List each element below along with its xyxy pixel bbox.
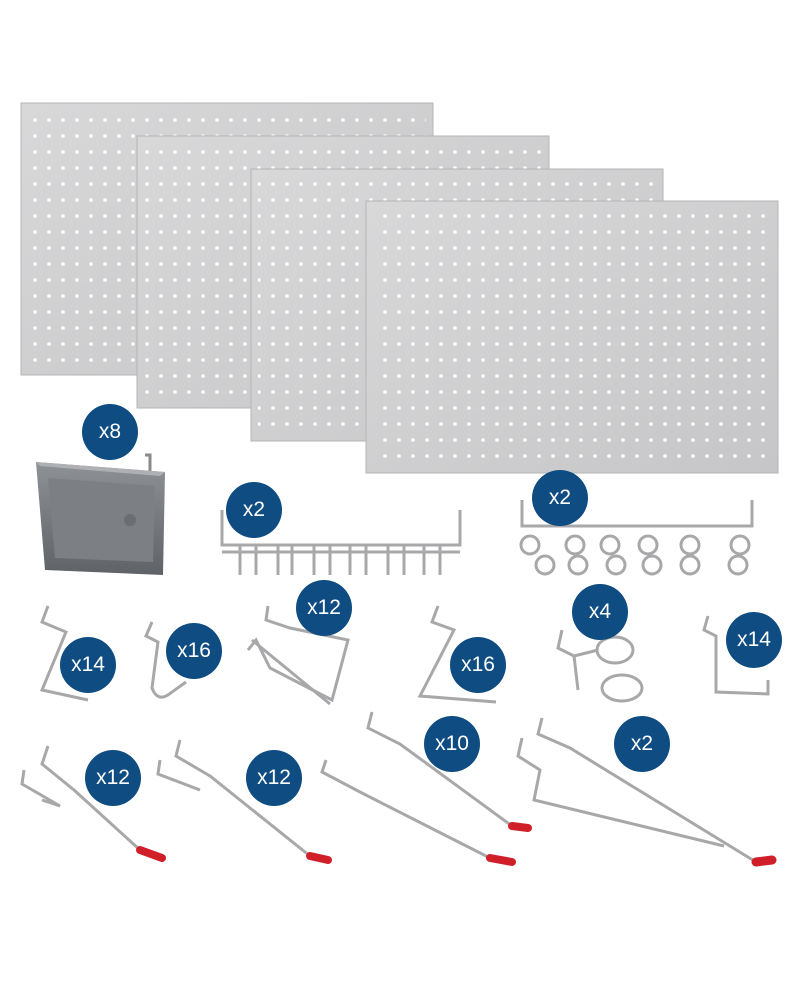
- ring-hook-rack: [519, 500, 754, 576]
- pegboard-panel: [365, 200, 779, 474]
- angled-hook: [417, 605, 497, 704]
- short-peg-hook: [20, 745, 166, 862]
- medium-peg-hook: [156, 739, 332, 864]
- quantity-badge-bin: x8: [82, 404, 138, 460]
- quantity-badge-medium-peg-hook: x12: [246, 750, 302, 806]
- l-hook-small: [39, 605, 89, 702]
- quantity-badge-curved-hook: x16: [166, 623, 222, 679]
- support-peg-hook: [516, 717, 777, 867]
- long-peg-hook: [320, 711, 532, 866]
- quantity-badge-support-peg-hook: x2: [614, 716, 670, 772]
- u-hook: [702, 615, 770, 696]
- quantity-badge-l-hook-small: x14: [60, 637, 116, 693]
- quantity-badge-short-peg-hook: x12: [85, 750, 141, 806]
- quantity-badge-double-ring-hook: x4: [572, 584, 628, 640]
- quantity-badge-long-peg-hook: x10: [424, 716, 480, 772]
- curved-hook: [144, 621, 187, 699]
- tool-holder: [246, 605, 350, 706]
- quantity-badge-u-hook: x14: [726, 612, 782, 668]
- quantity-badge-ring-hook-rack: x2: [532, 470, 588, 526]
- quantity-badge-angled-hook: x16: [450, 637, 506, 693]
- storage-bin: [36, 453, 165, 575]
- quantity-badge-tool-holder: x12: [296, 580, 352, 636]
- quantity-badge-strip-hook-rack: x2: [226, 482, 282, 538]
- double-ring-hook: [556, 629, 644, 703]
- strip-hook-rack: [220, 510, 462, 575]
